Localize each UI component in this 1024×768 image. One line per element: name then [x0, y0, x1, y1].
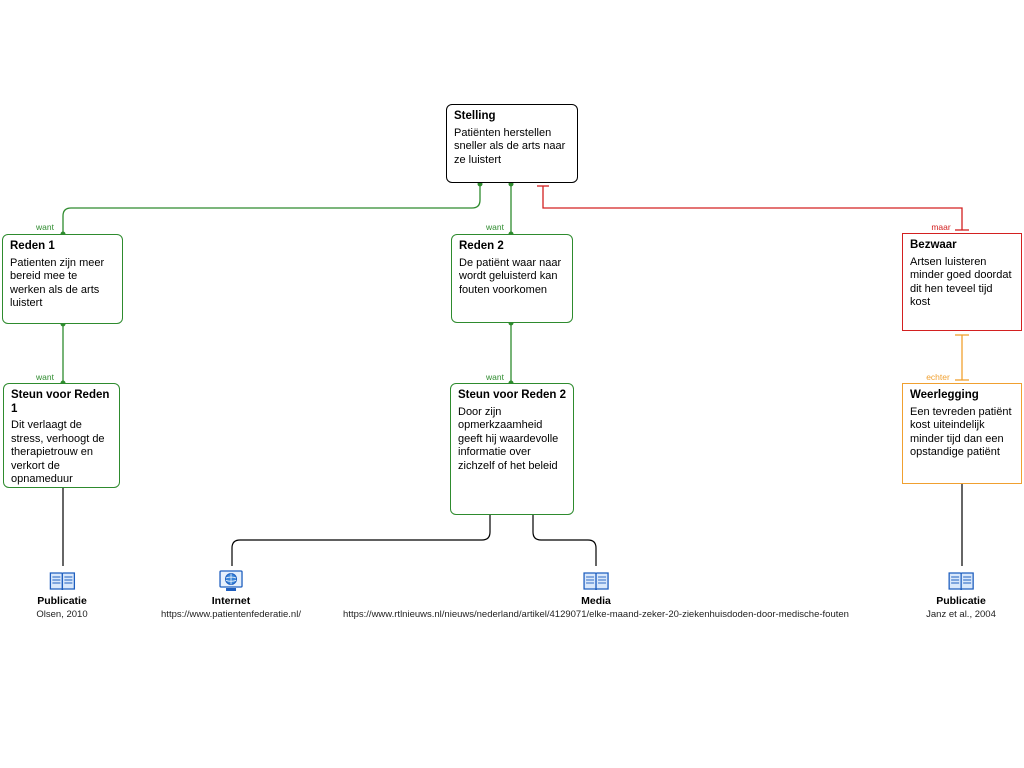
link-label-want: want — [486, 222, 504, 232]
book-icon — [583, 572, 609, 591]
link-label-want: want — [36, 372, 54, 382]
book-icon — [948, 572, 974, 591]
objection-node[interactable]: Bezwaar Artsen luisteren minder goed doo… — [902, 233, 1022, 331]
source-media[interactable]: Media https://www.rtlnieuws.nl/nieuws/ne… — [343, 570, 849, 621]
support1-node[interactable]: Steun voor Reden 1 Dit verlaagt de stres… — [3, 383, 120, 488]
source-publication-1-name: Publicatie — [37, 595, 87, 607]
link-support2-media — [532, 515, 597, 566]
rebuttal-text: Een tevreden patiënt kost uiteindelijk m… — [910, 405, 1012, 459]
link-claim-reason1 — [62, 182, 481, 234]
rebuttal-title: Weerlegging — [910, 389, 979, 401]
source-internet[interactable]: Internet https://www.patientenfederatie.… — [161, 570, 301, 621]
link-claim-objection — [542, 186, 963, 230]
support1-title: Steun voor Reden 1 — [11, 389, 110, 415]
support1-text: Dit verlaagt de stress, verhoogt de ther… — [11, 419, 105, 485]
claim-node[interactable]: Stelling Patiënten herstellen sneller al… — [446, 104, 578, 183]
source-publication-2-name: Publicatie — [936, 595, 986, 607]
support2-title: Steun voor Reden 2 — [458, 389, 566, 401]
source-publication-1[interactable]: Publicatie Olsen, 2010 — [36, 570, 88, 621]
rebuttal-node[interactable]: Weerlegging Een tevreden patiënt kost ui… — [902, 383, 1022, 484]
source-media-detail: https://www.rtlnieuws.nl/nieuws/nederlan… — [343, 609, 849, 620]
support2-text: Door zijn opmerkzaamheid geeft hij waard… — [458, 405, 559, 472]
link-label-want: want — [486, 372, 504, 382]
source-internet-name: Internet — [211, 595, 251, 607]
reason1-title: Reden 1 — [10, 240, 55, 252]
reason2-text: De patiënt waar naar wordt geluisterd ka… — [459, 256, 562, 296]
globe-monitor-icon — [219, 570, 243, 591]
link-label-echter: echter — [926, 372, 950, 382]
source-publication-1-detail: Olsen, 2010 — [36, 609, 88, 620]
objection-title: Bezwaar — [910, 239, 957, 251]
claim-text: Patiënten herstellen sneller als de arts… — [454, 126, 566, 166]
book-icon — [49, 572, 75, 591]
claim-title: Stelling — [454, 110, 496, 122]
reason2-node[interactable]: Reden 2 De patiënt waar naar wordt gelui… — [451, 234, 573, 323]
source-internet-detail: https://www.patientenfederatie.nl/ — [161, 609, 301, 620]
source-media-name: Media — [581, 595, 611, 607]
link-support2-internet — [231, 515, 491, 566]
link-label-maar: maar — [931, 222, 951, 232]
reason1-node[interactable]: Reden 1 Patienten zijn meer bereid mee t… — [2, 234, 123, 324]
support2-node[interactable]: Steun voor Reden 2 Door zijn opmerkzaamh… — [450, 383, 574, 515]
source-publication-2-detail: Janz et al., 2004 — [926, 609, 996, 620]
reason2-title: Reden 2 — [459, 240, 504, 252]
link-label-want: want — [36, 222, 54, 232]
source-publication-2[interactable]: Publicatie Janz et al., 2004 — [926, 570, 996, 621]
reason1-text: Patienten zijn meer bereid mee te werken… — [10, 256, 105, 310]
objection-text: Artsen luisteren minder goed doordat dit… — [910, 255, 1012, 309]
